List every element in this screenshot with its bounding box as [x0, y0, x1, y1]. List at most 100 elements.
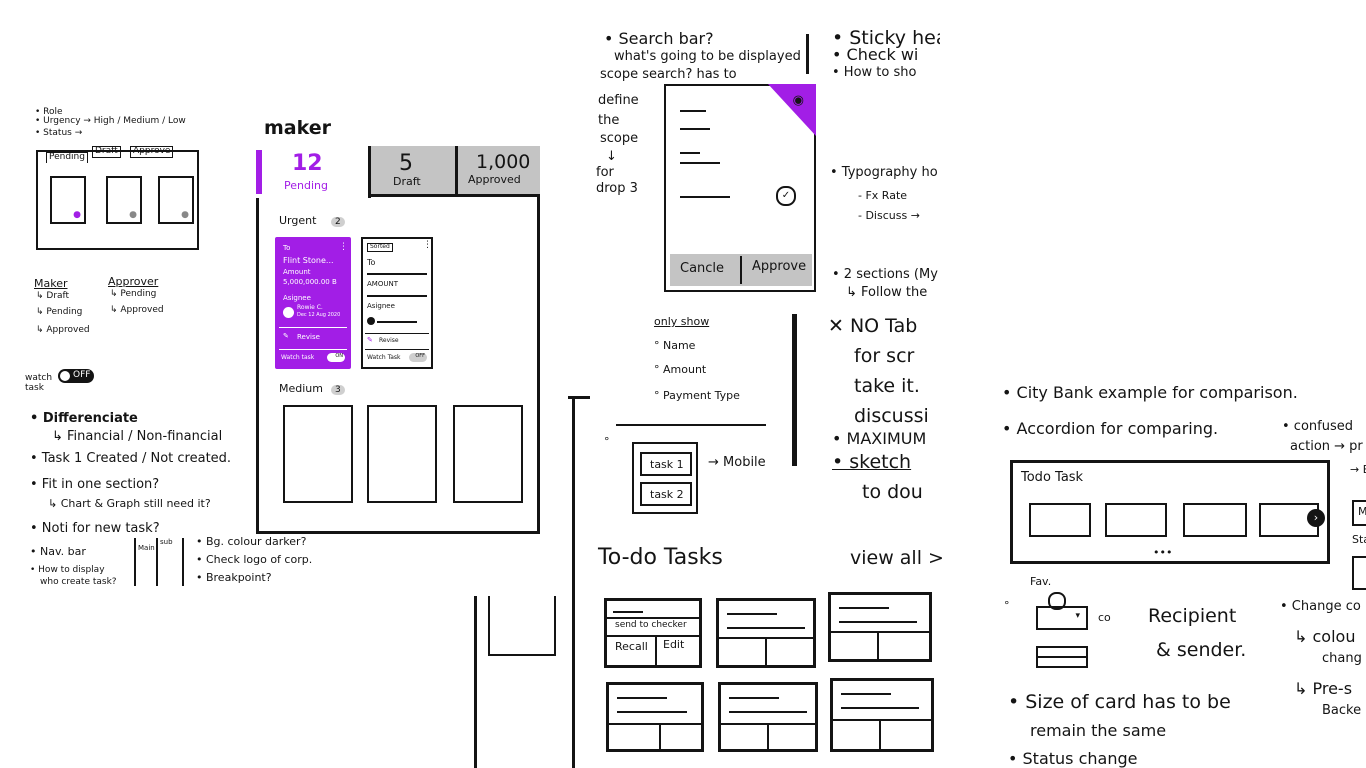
todo-card[interactable]: [716, 598, 816, 668]
urgent-count-badge: 2: [331, 217, 345, 227]
check-icon[interactable]: ✓: [776, 186, 796, 206]
revise-button[interactable]: Revise: [297, 334, 320, 342]
note: Sta: [1352, 534, 1366, 546]
note: • Status change: [1008, 750, 1137, 768]
card-assignee-label: Asignee: [367, 303, 395, 311]
chevron-right-icon[interactable]: ›: [1307, 509, 1325, 527]
view-all-link[interactable]: view all >: [850, 548, 944, 569]
note: ↳ Follow the: [846, 286, 927, 300]
tab-draft[interactable]: 5 Draft: [371, 146, 458, 197]
todo-accordion[interactable]: Todo Task › •••: [1010, 460, 1330, 564]
tab-count: 12: [292, 152, 323, 176]
task-card[interactable]: task 2: [640, 482, 692, 506]
watch-task-label: watch task: [25, 374, 55, 394]
todo-card[interactable]: [830, 678, 934, 752]
urgent-card-purple[interactable]: To ⋮ Flint Stone... Amount 5,000,000.00 …: [275, 237, 351, 369]
todo-title: To-do Tasks: [598, 546, 723, 570]
show-item: ° Payment Type: [654, 390, 740, 402]
tab-pending[interactable]: 12 Pending: [256, 146, 371, 198]
send-to-checker-button[interactable]: send to checker: [615, 621, 687, 631]
card-to-label: To: [283, 245, 290, 253]
eye-icon[interactable]: ◉: [793, 94, 804, 108]
right-notes-column: • Sticky hea • Check wi • How to sho • T…: [826, 0, 940, 540]
accordion-card[interactable]: [1105, 503, 1167, 537]
search-note: • Search bar?: [604, 30, 714, 48]
mini-card: ●: [106, 176, 142, 224]
revise-button[interactable]: Revise: [379, 338, 399, 345]
recipient-card[interactable]: ▾: [1036, 606, 1088, 630]
watch-label: Watch Task: [367, 355, 401, 362]
note: & sender.: [1156, 640, 1246, 661]
accordion-card[interactable]: [1029, 503, 1091, 537]
note: • Change co: [1280, 600, 1361, 614]
note: ↳ Pre-s: [1294, 680, 1352, 698]
sketch-fragment: M: [1352, 500, 1366, 526]
note: ↳ colou: [1294, 628, 1355, 646]
note: chang: [1322, 652, 1362, 666]
todo-card[interactable]: [718, 682, 818, 752]
medium-card[interactable]: [453, 405, 523, 503]
sketch-fragment: [488, 596, 556, 656]
todo-card[interactable]: [606, 682, 704, 752]
approver-item: ↳ Pending: [110, 290, 156, 300]
note: to dou: [862, 482, 923, 503]
pagination-dots[interactable]: •••: [1153, 547, 1172, 559]
note: drop 3: [596, 182, 638, 196]
sketch-fragment: [1352, 556, 1366, 590]
pencil-icon: ✎: [283, 333, 289, 341]
approver-heading: Approver: [108, 276, 158, 288]
note: Backe: [1322, 704, 1361, 718]
watch-toggle[interactable]: ON: [327, 353, 345, 362]
todo-card[interactable]: [828, 592, 932, 662]
note: M: [1358, 506, 1366, 518]
watch-toggle[interactable]: OFF: [58, 369, 94, 383]
todo-card[interactable]: send to checker Recall Edit: [604, 598, 702, 668]
bullet: °: [1004, 600, 1010, 612]
toggle-state: OFF: [73, 370, 90, 380]
note: • 2 sections (My: [832, 268, 938, 282]
urgent-card-white[interactable]: Sorted ⋮ To AMOUNT Asignee ✎ Revise Watc…: [361, 237, 433, 369]
note-bullet: • Nav. bar: [30, 546, 86, 558]
card-badge: Sorted: [367, 243, 393, 252]
medium-card[interactable]: [367, 405, 437, 503]
tab-approved[interactable]: 1,000 Approved: [458, 146, 540, 197]
note: the: [598, 114, 619, 128]
approve-button[interactable]: Approve: [752, 260, 806, 274]
nav-main-label: Main: [138, 544, 155, 552]
only-show-note: only show: [654, 316, 709, 328]
watch-toggle[interactable]: OFF: [409, 353, 427, 362]
more-icon[interactable]: ⋮: [339, 243, 348, 253]
note-bullet: • Differenciate: [30, 412, 138, 426]
more-icon[interactable]: ⋮: [423, 241, 432, 251]
approval-modal: ◉ ✓ Cancle Approve: [664, 84, 816, 292]
note: - Fx Rate: [858, 190, 907, 202]
tab-count: 5: [399, 152, 413, 176]
maker-item: ↳ Pending: [36, 308, 82, 318]
cancel-button[interactable]: Cancle: [680, 262, 724, 276]
note-bullet: • Task 1 Created / Not created.: [30, 452, 231, 466]
card-assignee-date: Dec 12 Aug 2020: [297, 313, 340, 319]
show-item: ° Name: [654, 340, 695, 352]
tab-label: Pending: [284, 180, 328, 192]
task-card[interactable]: task 1: [640, 452, 692, 476]
sender-card[interactable]: [1036, 646, 1088, 668]
nav-sub-label: sub: [160, 538, 173, 546]
edit-button[interactable]: Edit: [663, 639, 684, 651]
accordion-card[interactable]: [1183, 503, 1247, 537]
chevron-down-icon[interactable]: ▾: [1075, 612, 1080, 622]
note: discussi: [854, 406, 929, 427]
note: • confused: [1282, 420, 1353, 434]
note-bullet: • How to display: [30, 566, 105, 576]
corner-flag: [768, 84, 816, 136]
avatar: [283, 307, 294, 318]
note: • Size of card has to be: [1008, 692, 1231, 713]
medium-card[interactable]: [283, 405, 353, 503]
note: ✕ NO Tab: [828, 316, 917, 337]
card-assignee-label: Asignee: [283, 295, 311, 303]
maker-item: ↳ Approved: [36, 326, 90, 336]
card-amount-label: Amount: [283, 269, 311, 277]
note-bullet: ↳ Chart & Graph still need it?: [48, 498, 211, 510]
recall-button[interactable]: Recall: [615, 641, 648, 653]
note: • sketch: [832, 452, 911, 473]
tab-label: Draft: [393, 176, 421, 188]
